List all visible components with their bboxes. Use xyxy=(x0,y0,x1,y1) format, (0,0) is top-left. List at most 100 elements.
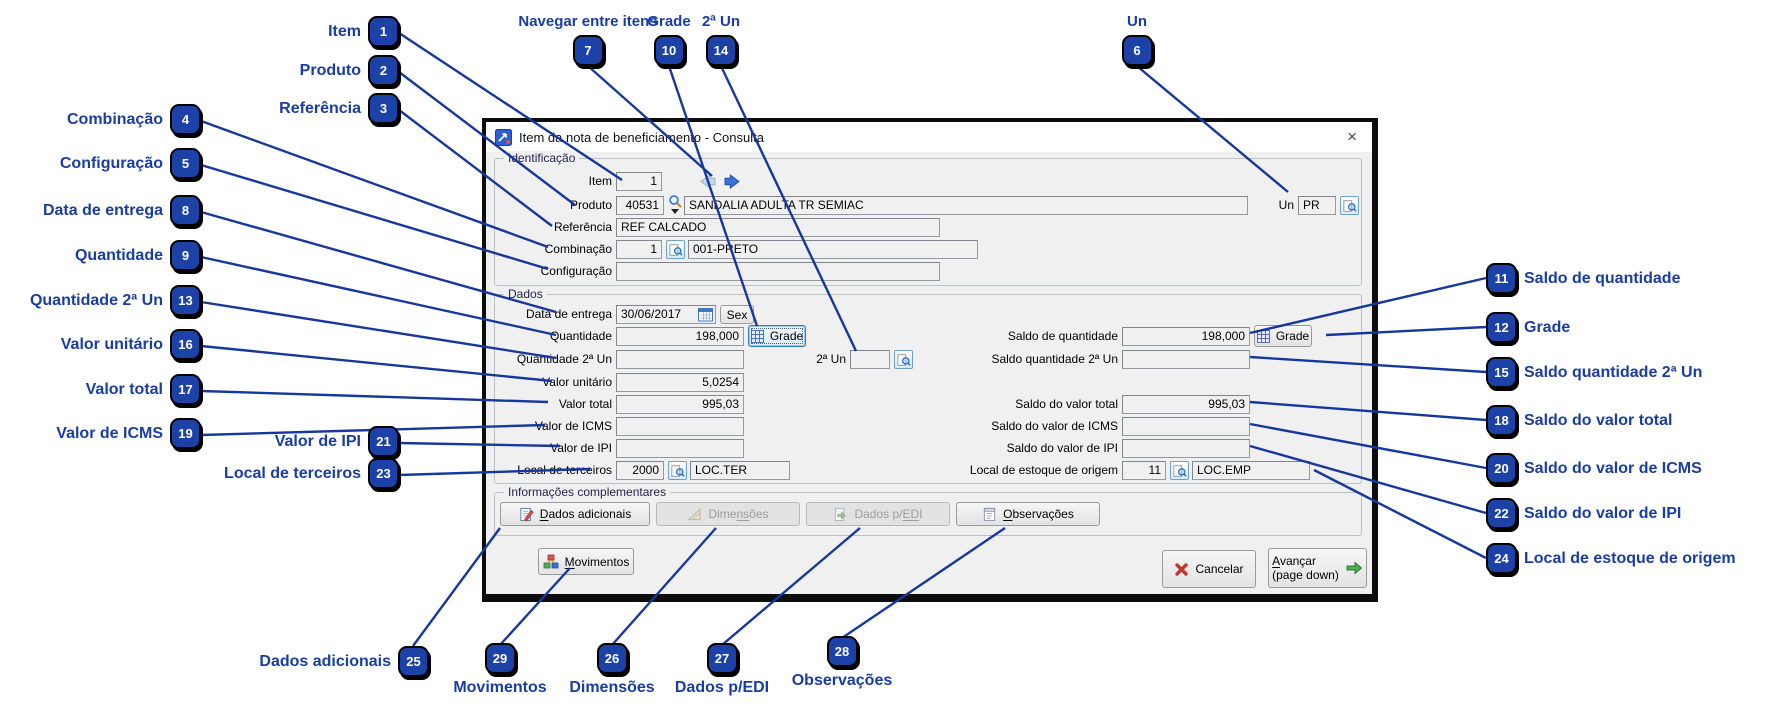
forward-arrow-icon xyxy=(1345,560,1363,576)
valor-ipi-field[interactable] xyxy=(616,439,744,458)
produto-desc-field[interactable]: SANDALIA ADULTA TR SEMIAC xyxy=(684,196,1248,215)
saldo-quantidade-field[interactable]: 198,000 xyxy=(1122,327,1250,346)
calendar-icon[interactable] xyxy=(698,307,713,322)
callout-badge-5: 5 xyxy=(170,148,201,179)
combinacao-desc-field[interactable]: 001-PRETO xyxy=(688,240,978,259)
movimentos-button-label: Movimentos xyxy=(564,554,630,569)
group-identificacao-label: Identificação xyxy=(504,151,580,165)
callout-badge-22: 22 xyxy=(1486,498,1517,529)
avancar-button[interactable]: Avançar (page down) xyxy=(1268,548,1367,588)
cancel-x-icon xyxy=(1174,562,1189,577)
saldo-valor-icms-label: Saldo do valor de ICMS xyxy=(991,419,1118,433)
combinacao-lookup-icon[interactable] xyxy=(666,240,685,259)
callout-badge-26: 26 xyxy=(596,643,628,674)
title-bar: Item da nota de beneficiamento - Consult… xyxy=(486,122,1372,152)
un2-field[interactable] xyxy=(850,350,890,369)
un-field[interactable]: PR xyxy=(1298,196,1336,215)
referencia-label: Referência xyxy=(553,220,612,234)
local-terceiros-code-field[interactable]: 2000 xyxy=(616,461,664,480)
saldo-valor-total-label: Saldo do valor total xyxy=(1015,397,1118,411)
callout-badge-3: 3 xyxy=(368,93,399,124)
callout-badge-27: 27 xyxy=(706,643,738,674)
local-origem-desc-field[interactable]: LOC.EMP xyxy=(1192,461,1310,480)
grade-button-label: Grade xyxy=(769,329,804,343)
saldo-quantidade-2un-label: Saldo quantidade 2ª Un xyxy=(991,352,1118,366)
callout-badge-21: 21 xyxy=(368,426,399,457)
dados-edi-button-label: Dados p/EDI xyxy=(854,507,923,521)
saldo-quantidade-2un-field[interactable] xyxy=(1122,350,1250,369)
callout-badge-17: 17 xyxy=(170,374,201,405)
callout-badge-16: 16 xyxy=(170,329,201,360)
local-origem-lookup-icon[interactable] xyxy=(1170,461,1189,480)
movimentos-button[interactable]: Movimentos xyxy=(538,548,634,575)
local-origem-code-field[interactable]: 11 xyxy=(1122,461,1166,480)
local-terceiros-desc-field[interactable]: LOC.TER xyxy=(690,461,790,480)
combinacao-code-field[interactable]: 1 xyxy=(616,240,662,259)
callout-badge-18: 18 xyxy=(1486,405,1517,436)
window-title: Item da nota de beneficiamento - Consult… xyxy=(519,129,764,145)
cancelar-button[interactable]: Cancelar xyxy=(1162,550,1256,588)
grid-icon xyxy=(750,329,764,343)
saldo-valor-ipi-label: Saldo do valor de IPI xyxy=(1006,441,1118,455)
nav-prev-icon[interactable] xyxy=(698,172,716,190)
valor-icms-field[interactable] xyxy=(616,417,744,436)
search-icon[interactable] xyxy=(668,194,682,208)
observacoes-button-label: Observações xyxy=(1003,507,1074,521)
item-label: Item xyxy=(588,174,612,188)
movements-icon xyxy=(543,554,559,570)
dados-adicionais-button[interactable]: Dados adicionais xyxy=(500,502,650,526)
cancelar-button-label: Cancelar xyxy=(1195,562,1244,576)
local-terceiros-label: Local de terceiros xyxy=(517,463,612,477)
item-field[interactable]: 1 xyxy=(616,172,662,191)
notepad-pencil-icon xyxy=(519,507,534,522)
quantidade-field[interactable]: 198,000 xyxy=(616,327,744,346)
saldo-valor-total-field[interactable]: 995,03 xyxy=(1122,395,1250,414)
nav-next-icon[interactable] xyxy=(723,172,741,190)
configuracao-field[interactable] xyxy=(616,262,940,281)
quantidade-2un-field[interactable] xyxy=(616,350,744,369)
grade-button[interactable]: Grade xyxy=(748,325,806,347)
un2-lookup-icon[interactable] xyxy=(894,350,913,369)
local-terceiros-lookup-icon[interactable] xyxy=(668,461,687,480)
referencia-field[interactable]: REF CALCADO xyxy=(616,218,940,237)
callout-badge-14: 14 xyxy=(705,35,737,66)
combinacao-label: Combinação xyxy=(544,242,612,256)
valor-unitario-field[interactable]: 5,0254 xyxy=(616,373,744,392)
saldo-grade-button[interactable]: Grade xyxy=(1254,325,1312,347)
callout-badge-1: 1 xyxy=(368,16,399,47)
weekday-button[interactable]: Sex xyxy=(720,305,754,324)
un-lookup-icon[interactable] xyxy=(1340,196,1359,215)
produto-code-field[interactable]: 40531 xyxy=(616,196,664,215)
quantidade-2un-label: Quantidade 2ª Un xyxy=(516,352,612,366)
observacoes-button[interactable]: Observações xyxy=(956,502,1100,526)
close-icon[interactable]: × xyxy=(1347,127,1357,146)
saldo-valor-ipi-field[interactable] xyxy=(1122,439,1250,458)
valor-total-field[interactable]: 995,03 xyxy=(616,395,744,414)
dimensoes-button-label: Dimensões xyxy=(708,507,769,521)
callout-badge-28: 28 xyxy=(826,636,858,667)
dialog-window: Item da nota de beneficiamento - Consult… xyxy=(482,118,1378,602)
dados-edi-button: Dados p/EDI xyxy=(806,502,950,526)
saldo-valor-icms-field[interactable] xyxy=(1122,417,1250,436)
valor-total-label: Valor total xyxy=(558,397,612,411)
callout-badge-13: 13 xyxy=(170,285,201,316)
dropdown-triangle-icon[interactable] xyxy=(671,209,679,214)
callout-badge-10: 10 xyxy=(653,35,685,66)
